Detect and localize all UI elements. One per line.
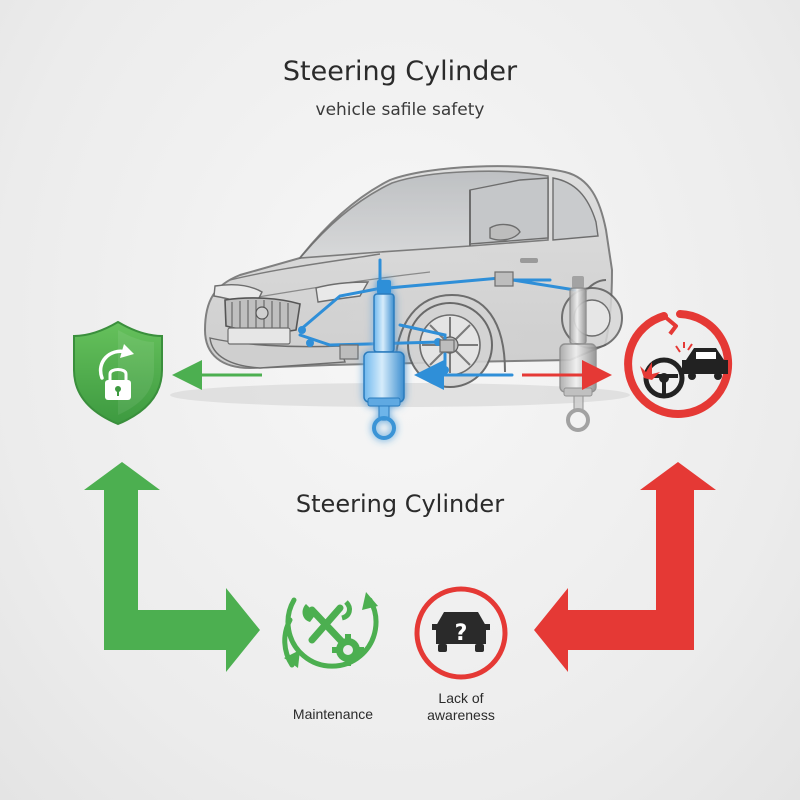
lack-of-awareness-line1: Lack of <box>438 690 484 706</box>
car-question-icon: ? <box>414 586 508 680</box>
svg-text:?: ? <box>455 621 468 646</box>
shield-lock-icon <box>73 320 163 426</box>
wrench-gear-cycle-icon <box>282 592 379 669</box>
steering-crash-icon <box>624 310 733 418</box>
page-subtitle: vehicle safile safety <box>315 100 485 120</box>
maintenance-label: Maintenance <box>292 706 374 722</box>
page-title: Steering Cylinder <box>282 56 518 87</box>
lack-of-awareness-line2: awareness <box>427 707 495 723</box>
red-flow-arrow <box>534 462 716 672</box>
car-illustration <box>170 165 630 407</box>
center-label: Steering Cylinder <box>295 490 505 518</box>
green-flow-arrow <box>84 462 260 672</box>
lack-of-awareness-label: Lack of awareness <box>398 690 524 724</box>
steering-cylinder-blue <box>363 280 405 440</box>
